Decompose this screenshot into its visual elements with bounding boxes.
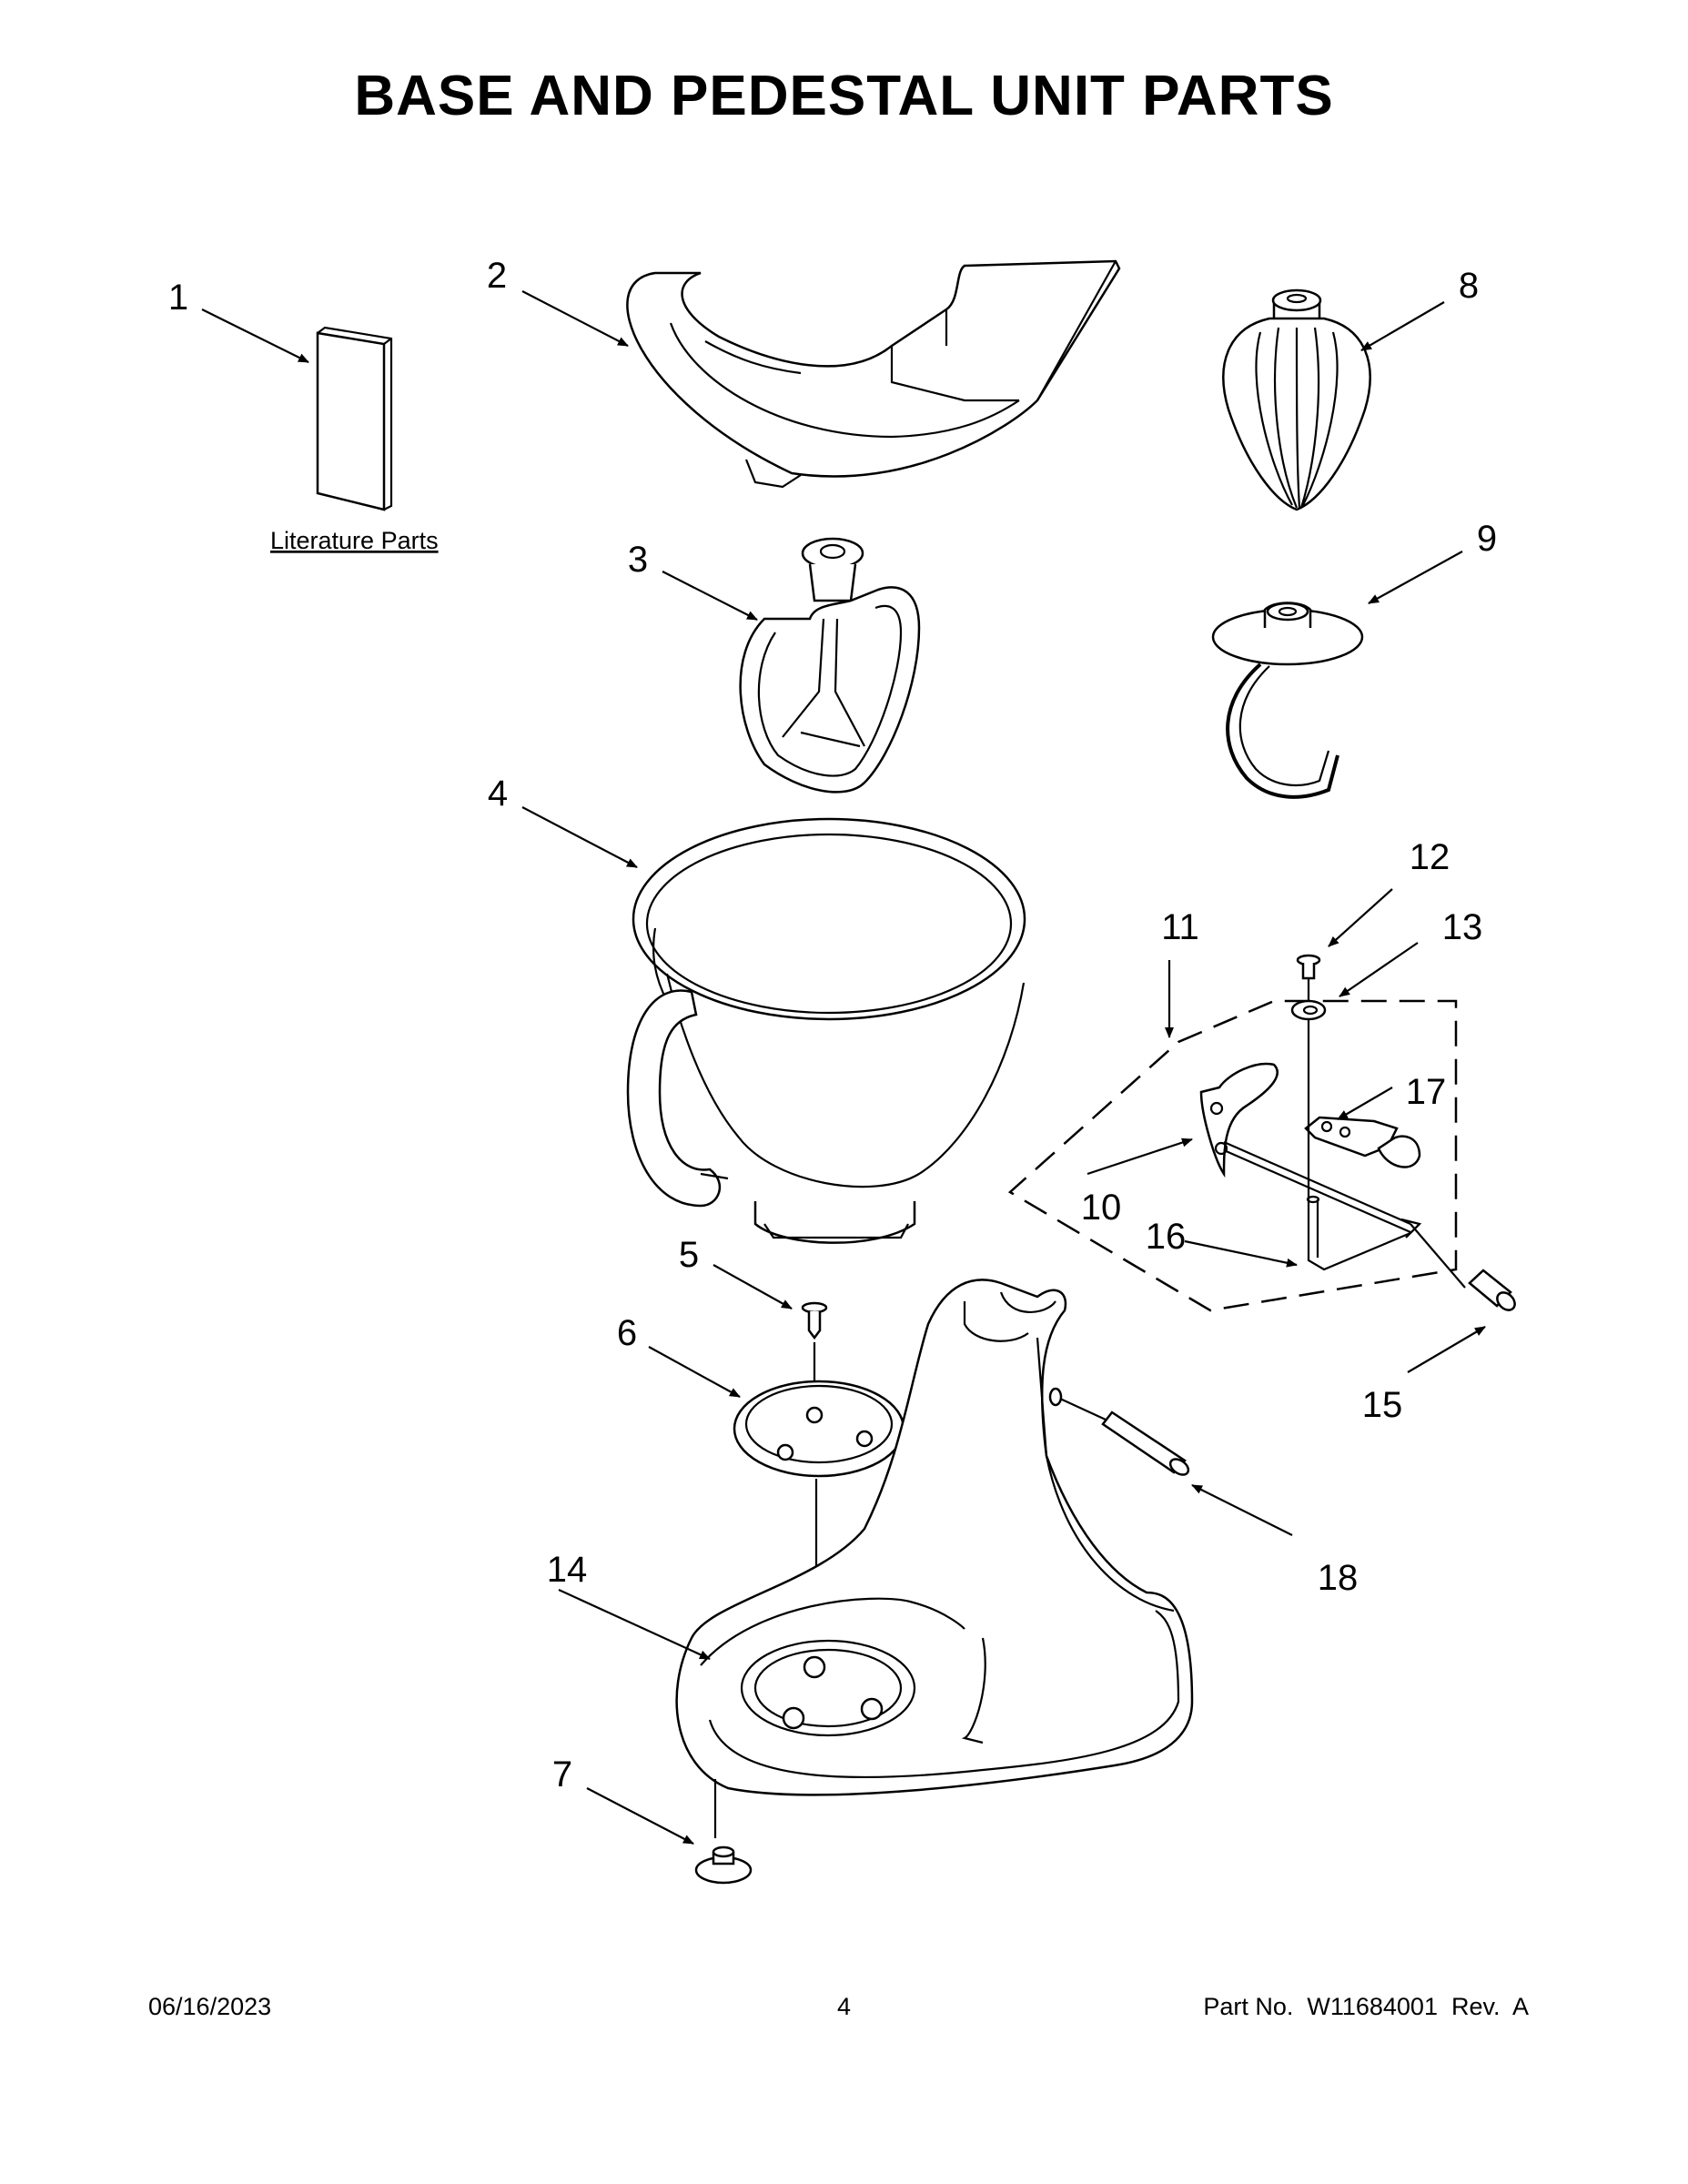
kit-outline-dashed	[1007, 999, 1458, 1312]
part-flat-beater	[739, 537, 921, 794]
callout-4: 4	[488, 774, 508, 814]
callout-3: 3	[628, 540, 648, 580]
assembly-line-pin	[1410, 1223, 1466, 1289]
callout-18: 18	[1318, 1558, 1359, 1598]
part-wire-whip	[1222, 288, 1371, 511]
part-roll-pin	[1468, 1269, 1516, 1311]
callout-12: 12	[1410, 837, 1450, 877]
part-literature-booklet	[316, 326, 393, 511]
leader-10	[1087, 1138, 1193, 1176]
footer-date: 06/16/2023	[148, 1993, 272, 2020]
part-hinge-pin	[1223, 1140, 1411, 1234]
leader-13	[1339, 942, 1419, 997]
callout-5: 5	[679, 1235, 699, 1275]
callout-9: 9	[1477, 519, 1497, 559]
footer-part-number: Part No. W11684001 Rev. A	[1203, 1993, 1529, 2020]
callout-16: 16	[1146, 1217, 1187, 1257]
part-locking-lever	[1304, 1116, 1421, 1168]
part-hinge-bracket	[1199, 1062, 1279, 1178]
leader-9	[1368, 551, 1463, 604]
part-small-screw	[1296, 954, 1321, 980]
callout-14: 14	[547, 1550, 588, 1590]
callout-10: 10	[1081, 1188, 1122, 1228]
callout-6: 6	[617, 1313, 637, 1353]
part-bowl-clamp-screw	[801, 1301, 828, 1340]
part-hinge-pin-18	[1101, 1410, 1190, 1476]
literature-parts-label: Literature Parts	[270, 527, 439, 554]
leader-16	[1184, 1239, 1298, 1268]
leader-18	[1191, 1484, 1293, 1536]
leader-17	[1337, 1087, 1393, 1120]
part-clamping-plate	[733, 1380, 905, 1478]
callout-1: 1	[168, 278, 188, 318]
leader-1	[201, 308, 309, 363]
part-dough-hook	[1211, 602, 1364, 799]
assembly-line-hinge-pin	[1059, 1398, 1107, 1421]
callout-8: 8	[1459, 266, 1479, 306]
leader-7	[586, 1787, 694, 1845]
leader-4	[521, 806, 638, 868]
callout-15: 15	[1362, 1385, 1403, 1425]
part-pedestal-base	[675, 1279, 1194, 1796]
callout-17: 17	[1406, 1072, 1447, 1112]
part-washer	[1290, 999, 1327, 1021]
callout-7: 7	[552, 1754, 572, 1795]
callout-2: 2	[487, 256, 507, 296]
callout-11: 11	[1161, 907, 1199, 947]
page-title: BASE AND PEDESTAL UNIT PARTS	[354, 65, 1334, 127]
part-pouring-shield	[626, 259, 1121, 489]
leader-5	[713, 1264, 793, 1309]
callout-13: 13	[1442, 907, 1483, 947]
leader-15	[1407, 1326, 1486, 1373]
leader-3	[662, 571, 758, 621]
leader-2	[521, 290, 629, 347]
callout-numbers: 1 2 3 4 5 6 7 8 9 10 11 12 13 14 15 16 1…	[168, 256, 1497, 1795]
leader-12	[1328, 888, 1393, 947]
leader-8	[1360, 301, 1445, 351]
part-rubber-foot	[694, 1845, 753, 1885]
leader-14	[558, 1588, 711, 1661]
leader-6	[648, 1346, 741, 1398]
leader-arrows	[201, 290, 1486, 1845]
footer-page-number: 4	[836, 1993, 852, 2020]
part-mixing-bowl	[626, 817, 1026, 1244]
